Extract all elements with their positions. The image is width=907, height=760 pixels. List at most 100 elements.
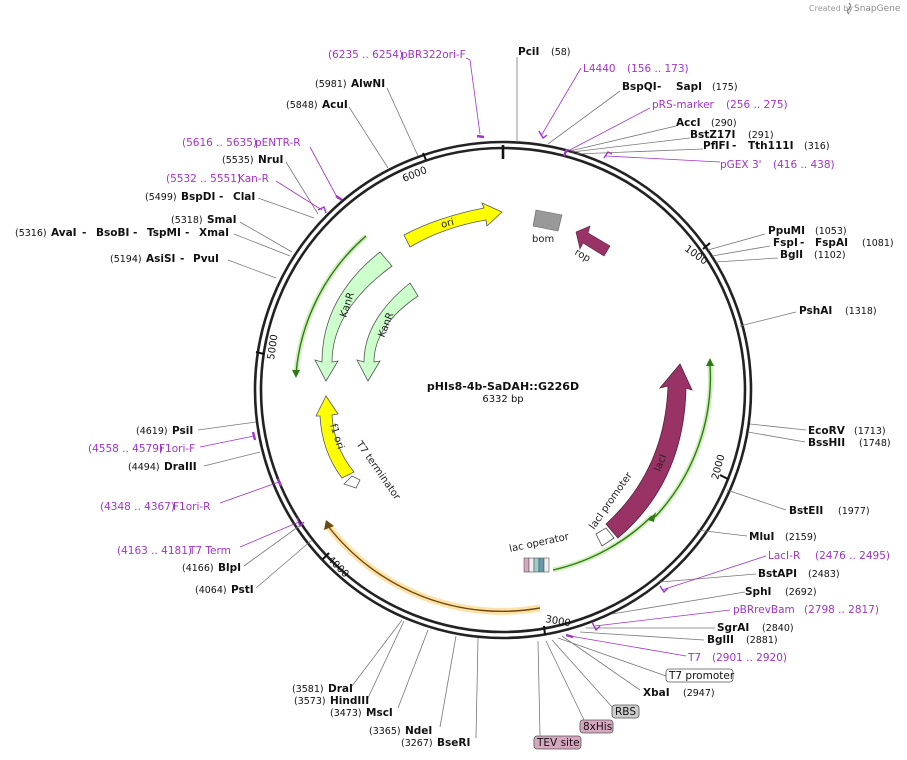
plasmid-name: pHIs8-4b-SaDAH::G226D [427,380,579,393]
svg-text:(3581): (3581) [292,684,324,695]
svg-text:TspMI: TspMI [147,227,181,239]
svg-text:PflFI: PflFI [703,140,730,152]
primer-pentr-r[interactable]: (5616 .. 5635) pENTR-R [182,137,343,201]
site-pcii[interactable]: PciI (58) [516,46,571,142]
site-draiii[interactable]: (4494) DraIII [128,451,261,473]
svg-text:PsiI: PsiI [172,425,193,437]
feature-8xhis[interactable]: 8xHis [545,640,614,734]
svg-text:8xHis: 8xHis [583,721,612,733]
lac-operator-block [523,557,550,573]
svg-text:SmaI: SmaI [207,214,237,226]
feature-tev-site[interactable]: TEV site [533,640,582,750]
primer-f1ori-f[interactable]: (4558 .. 4579) F1ori-F [88,431,257,455]
svg-text:FspAI: FspAI [815,237,848,249]
svg-text:(4494): (4494) [128,462,160,473]
site-xbai[interactable]: XbaI (2947) [561,635,715,699]
site-bsshii[interactable]: BssHII (1748) [747,431,891,449]
svg-text:FspI: FspI [773,237,798,249]
site-psii[interactable]: (4619) PsiI [136,421,257,437]
site-ppumi[interactable]: PpuMI (1053) [707,225,847,251]
site-bstz17i[interactable]: BstZ17I (291) [571,129,774,153]
site-sgrai[interactable]: SgrAI (2840) [586,622,794,634]
svg-text:XbaI: XbaI [643,687,670,699]
primer-prs-marker[interactable]: pRS-marker (256 .. 275) [562,99,788,157]
site-bseri[interactable]: (3267) BseRI [401,637,479,749]
site-ecorv[interactable]: EcoRV (1713) [749,423,886,437]
svg-text:F1ori-R: F1ori-R [173,501,210,513]
lac-operator-label: lac operator [508,531,570,555]
svg-text:(4558 .. 4579): (4558 .. 4579) [88,443,163,455]
site-mlui[interactable]: MluI (2159) [696,529,817,543]
svg-text:BstZ17I: BstZ17I [690,129,735,141]
svg-text:(1053): (1053) [815,226,847,237]
site-pshai[interactable]: PshAI (1318) [739,305,877,327]
site-asisi-pvui[interactable]: (5194) AsiSI - PvuI [110,253,277,279]
primer-f1ori-r[interactable]: (4348 .. 4367) F1ori-R [100,478,283,513]
site-fspi-fspai[interactable]: FspI - FspAI (1081) [711,237,894,257]
site-bstapi[interactable]: BstAPI (2483) [659,568,840,583]
svg-text:(4163 .. 4181): (4163 .. 4181) [117,545,192,557]
site-pflfi-tth111i[interactable]: PflFI - Tth111I (316) [575,140,830,155]
svg-text:-: - [82,227,86,239]
site-bsteii[interactable]: BstEII (1977) [726,489,870,517]
tick-marks [255,152,729,636]
site-avai-bsobi-tspmi-xmai[interactable]: (5316) AvaI - BsoBI - TspMI - XmaI [15,227,291,257]
svg-text:pENTR-R: pENTR-R [255,137,301,149]
svg-text:(2947): (2947) [683,688,715,699]
site-msci[interactable]: (3473) MscI [330,629,429,719]
primer-laci-r[interactable]: LacI-R (2476 .. 2495) [659,550,890,594]
site-acui[interactable]: (5848) AcuI [286,99,389,169]
site-drai[interactable]: (3581) DraI [292,619,403,695]
site-psti[interactable]: (4064) PstI [195,539,313,596]
svg-text:SphI: SphI [745,586,771,598]
svg-text:(316): (316) [804,141,830,152]
svg-text:XmaI: XmaI [199,227,229,239]
svg-text:DraIII: DraIII [164,461,197,473]
backbone-outer-strand [253,140,753,640]
site-alwni[interactable]: (5981) AlwNI [315,78,419,157]
primer-pbr322ori-f[interactable]: (6235 .. 6254) pBR322ori-F [328,49,485,139]
credit-brand: SnapGene [854,4,901,14]
tick-3000: 3000 [544,614,571,629]
site-bgli[interactable]: BglI (1102) [715,249,846,263]
svg-text:PpuMI: PpuMI [768,225,805,237]
svg-text:DraI: DraI [328,683,353,695]
svg-text:(1081): (1081) [862,238,894,249]
bom-label: bom [532,234,554,245]
site-bglii[interactable]: BglII (2881) [579,631,778,646]
svg-text:pRS-marker: pRS-marker [652,99,715,111]
primer-t7[interactable]: T7 (2901 .. 2920) [565,633,787,664]
svg-text:(4064): (4064) [195,585,227,596]
svg-text:AcuI: AcuI [322,99,348,111]
site-hindiii[interactable]: (3573) HindIII [294,620,405,707]
svg-text:(5194): (5194) [110,254,142,265]
site-frui[interactable]: (5535) NruI [222,154,319,215]
insert-cds-arrowhead [324,520,334,530]
site-blpi[interactable]: (4166) BlpI [182,523,303,574]
site-sphi[interactable]: SphI (2692) [611,586,817,615]
site-bspqi-sapi[interactable]: BspQI - SapI (175) [547,81,738,145]
primer-pgex-3[interactable]: pGEX 3' (416 .. 438) [603,151,835,171]
primer-t7-term[interactable]: (4163 .. 4181) T7 Term [117,517,305,557]
insert-highlight-arc [325,523,541,615]
feature-rbs[interactable]: RBS [551,639,640,719]
svg-text:(290): (290) [711,118,737,129]
primer-pbrrevbam[interactable]: pBRrevBam (2798 .. 2817) [591,604,879,632]
site-acci[interactable]: AccI (290) [569,117,737,152]
svg-text:(1977): (1977) [838,506,870,517]
feature-t7-promoter[interactable]: T7 promoter [557,637,735,683]
primer-l4440[interactable]: L4440 (156 .. 173) [538,63,689,140]
svg-text:(2483): (2483) [808,569,840,580]
svg-text:pBRrevBam: pBRrevBam [733,604,795,616]
primer-kan-r[interactable]: (5532 .. 5551) Kan-R [166,173,327,214]
t7-terminator-label: T7 terminator [353,439,403,503]
site-bspdi-clai[interactable]: (5499) BspDI - ClaI [145,191,315,219]
svg-text:HindIII: HindIII [330,695,369,707]
site-ndei[interactable]: (3365) NdeI [369,635,457,737]
svg-text:TEV site: TEV site [536,737,580,749]
svg-text:Tth111I: Tth111I [748,140,793,152]
svg-text:BspQI: BspQI [622,81,657,93]
site-smai[interactable]: (5318) SmaI [171,214,293,253]
svg-text:(5499): (5499) [145,192,177,203]
svg-text:ClaI: ClaI [233,191,255,203]
